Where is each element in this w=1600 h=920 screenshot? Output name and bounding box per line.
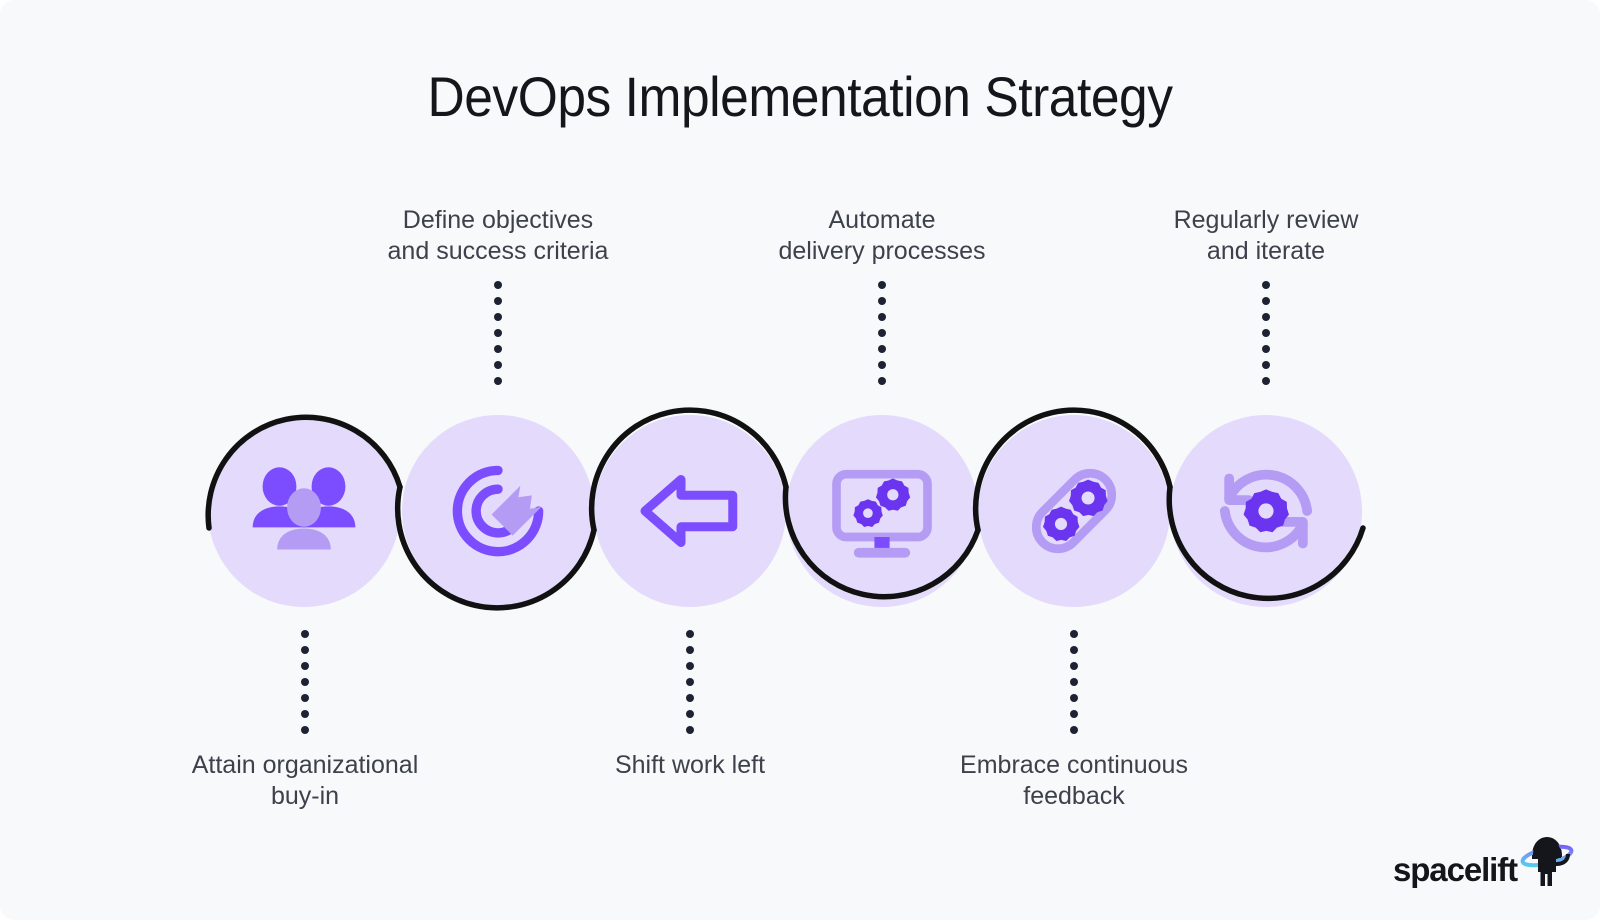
spacelift-logo[interactable]: spacelift: [1393, 832, 1574, 886]
dotted-connectors: [301, 281, 1270, 734]
connector-step-3: [686, 630, 694, 734]
step-label-2: Define objectives and success criteria: [387, 206, 609, 265]
spacelift-wordmark: spacelift: [1393, 851, 1518, 888]
step-label-3: Shift work left: [614, 751, 766, 779]
wave-line: [205, 407, 1366, 611]
connector-step-2: [494, 281, 502, 385]
step-label-5: Embrace continuous feedback: [960, 751, 1188, 810]
connector-step-1: [301, 630, 309, 734]
step-circles: [208, 415, 1362, 607]
step-circle-5[interactable]: [978, 415, 1170, 607]
connector-step-6: [1262, 281, 1270, 385]
page-title: DevOps Implementation Strategy: [427, 65, 1173, 128]
step-label-6: Regularly review and iterate: [1173, 206, 1359, 265]
step-circle-3[interactable]: [594, 415, 786, 607]
step-label-4: Automate delivery processes: [778, 206, 986, 265]
step-label-1: Attain organizational buy-in: [191, 751, 419, 810]
step-circle-4[interactable]: [786, 415, 978, 607]
connector-step-4: [878, 281, 886, 385]
connector-step-5: [1070, 630, 1078, 734]
spacelift-astronaut-icon: [1520, 837, 1574, 886]
